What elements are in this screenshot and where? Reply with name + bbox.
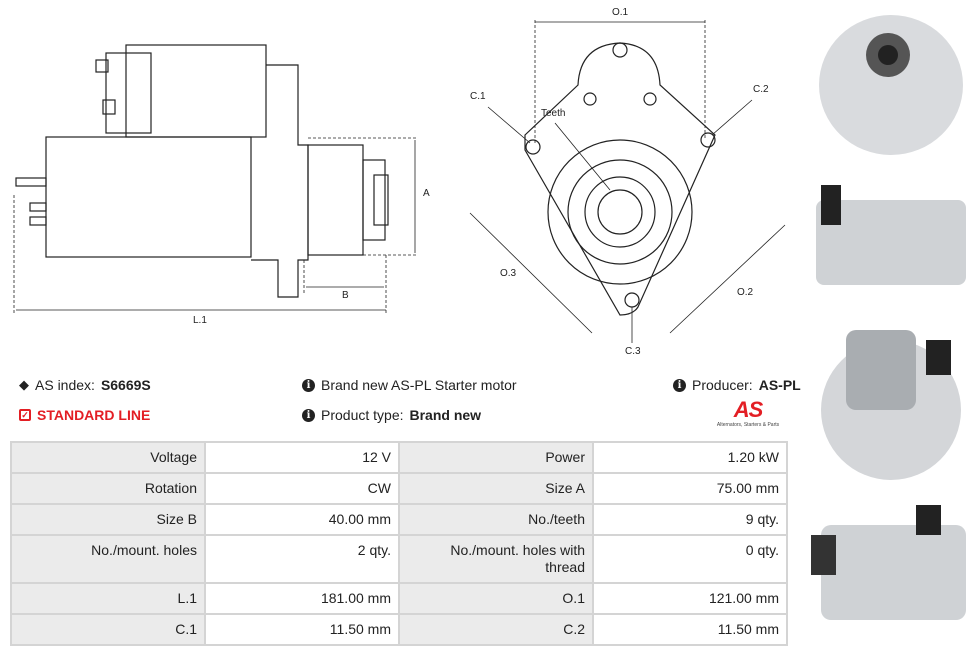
as-index-label: AS index: [35, 377, 95, 393]
dim-label-o3: O.3 [500, 268, 517, 279]
teeth-label: Teeth [541, 108, 566, 119]
spec-value: 181.00 mm [204, 582, 400, 615]
product-type-value: Brand new [409, 407, 482, 423]
spec-value: 40.00 mm [204, 503, 400, 536]
spec-label: C.2 [398, 613, 594, 646]
dim-label-o1: O.1 [612, 7, 629, 18]
logo-tagline: Alternators, Starters & Parts [716, 422, 780, 428]
spec-value: 11.50 mm [204, 613, 400, 646]
spec-label: O.1 [398, 582, 594, 615]
spec-value: 121.00 mm [592, 582, 788, 615]
product-line: ✓ STANDARD LINE [19, 407, 150, 423]
spec-value: 0 qty. [592, 534, 788, 584]
spec-label: Power [398, 441, 594, 474]
product-photo-angle[interactable] [806, 500, 970, 630]
checkbox-icon: ✓ [19, 409, 31, 421]
spec-label: No./teeth [398, 503, 594, 536]
info-icon: i [302, 378, 315, 392]
spec-value: 75.00 mm [592, 472, 788, 505]
as-index-value: S6669S [100, 377, 151, 393]
dim-label-l1: L.1 [193, 315, 207, 326]
info-icon: i [673, 378, 686, 392]
dim-label-c2: C.2 [753, 84, 769, 95]
dim-label-b: B [342, 290, 349, 301]
info-icon: i [302, 408, 315, 422]
dim-label-c3: C.3 [625, 346, 641, 357]
spec-label: Voltage [10, 441, 206, 474]
producer-label: Producer: [692, 377, 753, 393]
dim-label-c1: C.1 [470, 91, 486, 102]
logo-mark: AS [733, 397, 764, 422]
spec-label: Size B [10, 503, 206, 536]
producer: i Producer: AS-PL [673, 377, 801, 393]
spec-label: Size A [398, 472, 594, 505]
spec-value: CW [204, 472, 400, 505]
front-view-drawing [469, 20, 786, 343]
spec-label: No./mount. holes [10, 534, 206, 584]
spec-value: 11.50 mm [592, 613, 788, 646]
product-type: i Product type: Brand new [302, 407, 481, 423]
description: i Brand new AS-PL Starter motor [302, 377, 517, 393]
product-photo-side[interactable] [806, 170, 970, 295]
dim-label-a: A [423, 188, 430, 199]
spec-label: Rotation [10, 472, 206, 505]
spec-value: 1.20 kW [592, 441, 788, 474]
spec-value: 12 V [204, 441, 400, 474]
as-index: ◆ AS index: S6669S [19, 377, 151, 393]
spec-value: 2 qty. [204, 534, 400, 584]
spec-value: 9 qty. [592, 503, 788, 536]
spec-label: No./mount. holes with thread [398, 534, 594, 584]
tags-icon: ◆ [19, 377, 29, 392]
producer-value: AS-PL [758, 377, 801, 393]
side-view-drawing [13, 44, 418, 313]
as-pl-logo: AS Alternators, Starters & Parts [703, 397, 793, 429]
product-photo-rear[interactable] [806, 300, 970, 495]
spec-label: L.1 [10, 582, 206, 615]
product-photo-front[interactable] [806, 5, 970, 167]
dim-label-o2: O.2 [737, 287, 754, 298]
product-type-label: Product type: [321, 407, 404, 423]
description-text: Brand new AS-PL Starter motor [321, 377, 517, 393]
product-line-label: STANDARD LINE [37, 407, 151, 423]
spec-label: C.1 [10, 613, 206, 646]
